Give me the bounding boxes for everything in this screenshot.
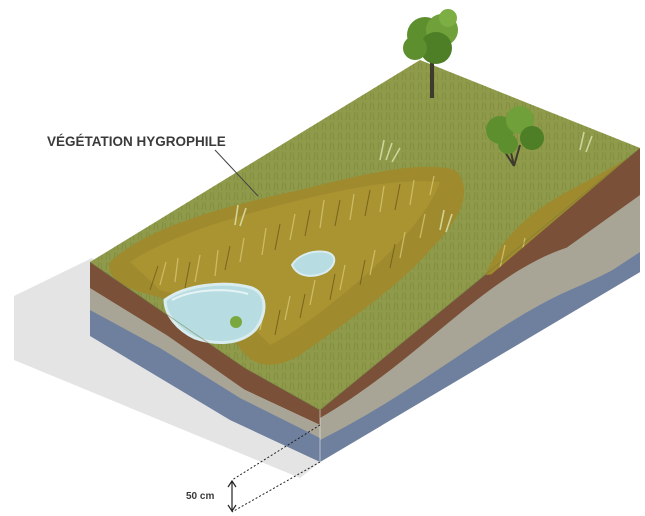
- front-side-face: [90, 262, 320, 462]
- right-side-face: [320, 148, 640, 462]
- pond-large: [163, 282, 266, 344]
- ponds: [163, 250, 336, 344]
- pond-small: [290, 250, 336, 277]
- soil-layer-front: [90, 262, 320, 425]
- depth-label: 50 cm: [186, 491, 214, 502]
- vegetation-leader-line: [214, 149, 259, 197]
- depth-scale: 50 cm: [186, 424, 321, 513]
- clay-layer-front: [90, 288, 320, 440]
- lily-pad: [230, 316, 242, 328]
- tree-small: [486, 106, 544, 167]
- bedrock-layer-front: [90, 310, 320, 462]
- tree-large: [403, 9, 458, 98]
- vegetation-label: VÉGÉTATION HYGROPHILE: [47, 134, 226, 149]
